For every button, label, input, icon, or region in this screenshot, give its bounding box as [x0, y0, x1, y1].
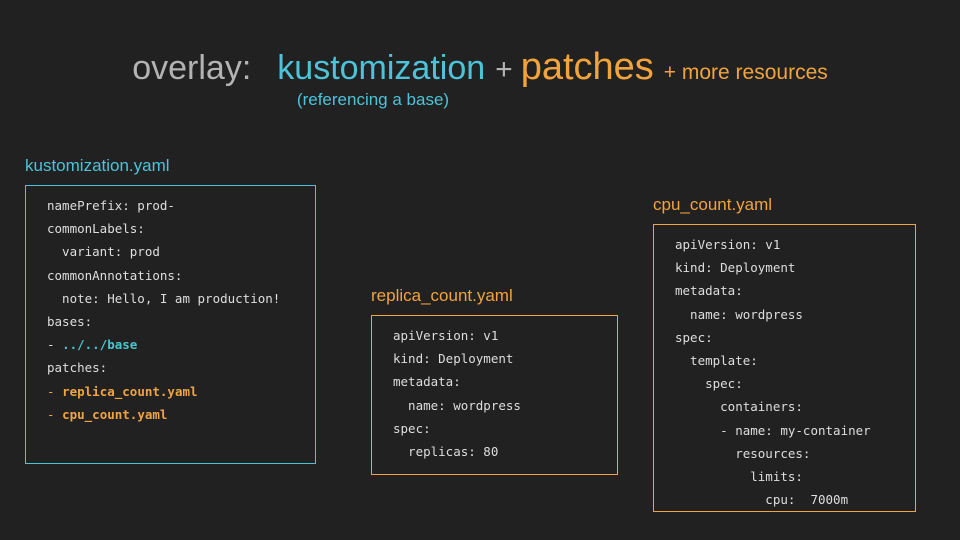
title-patches: patches — [520, 46, 654, 88]
code-line: metadata: — [393, 370, 609, 393]
code-segment: apiVersion: v1 — [675, 237, 781, 252]
code-segment: note: Hello, I am production! — [47, 290, 281, 306]
title-overlay: overlay: — [132, 49, 252, 87]
code-line: resources: — [675, 442, 907, 465]
panel-label: cpu_count.yaml — [653, 195, 773, 214]
code-line: kind: Deployment — [675, 256, 907, 279]
code-segment: spec: — [393, 420, 431, 436]
code-segment: resources: — [675, 445, 811, 461]
code-line: apiVersion: v1 — [675, 233, 907, 256]
code-segment: - — [47, 337, 63, 353]
code-segment: kind: Deployment — [393, 351, 514, 367]
code-segment: apiVersion: v1 — [393, 328, 499, 343]
code-line: apiVersion: v1 — [393, 324, 609, 347]
code-line: - replica_count.yaml — [47, 380, 307, 403]
code-line: name: wordpress — [393, 394, 609, 417]
code-segment: commonLabels: — [47, 221, 145, 237]
code-segment: ../../base — [62, 337, 138, 353]
panel-replica-count-yaml: replica_count.yaml apiVersion: v1 kind: D… — [371, 286, 618, 475]
code-segment: kind: Deployment — [675, 260, 796, 276]
slide-title: overlay: kustomization +patches + more reso… — [0, 46, 960, 89]
code-segment: commonAnnotations: — [47, 267, 183, 283]
code-line: containers: — [675, 395, 907, 418]
code-segment: - — [47, 383, 63, 399]
code-line: name: wordpress — [675, 303, 907, 326]
code-line: replicas: 80 — [393, 440, 609, 463]
code-segment: limits: — [675, 469, 803, 485]
code-segment: cpu_count.yaml — [62, 406, 168, 422]
code-line: metadata: — [675, 279, 907, 302]
code-line: variant: prod — [47, 240, 307, 263]
code-line: - cpu_count.yaml — [47, 403, 307, 426]
code-segment: variant: prod — [47, 244, 160, 260]
panel-label: replica_count.yaml — [371, 286, 513, 305]
code-segment: namePrefix: prod- — [47, 198, 175, 213]
code-line: kind: Deployment — [393, 347, 609, 370]
code-segment: - name: my-container — [675, 422, 871, 438]
code-segment: cpu: 7000m — [675, 492, 849, 508]
panel-cpu-count-yaml: cpu_count.yaml apiVersion: v1 kind: Deplo… — [653, 195, 916, 512]
code-box: namePrefix: prod-commonLabels: variant: … — [25, 185, 316, 464]
code-line: - name: my-container — [675, 419, 907, 442]
title-plus: + — [495, 53, 513, 86]
code-line: - ../../base — [47, 333, 307, 356]
panel-label: kustomization.yaml — [25, 156, 170, 175]
code-segment: name: wordpress — [675, 306, 803, 322]
code-line: commonAnnotations: — [47, 264, 307, 287]
code-segment: replica_count.yaml — [62, 383, 198, 399]
code-segment: spec: — [675, 376, 743, 392]
code-segment: metadata: — [675, 283, 743, 299]
title-subtitle: (referencing a base) — [296, 90, 450, 109]
title-more-resources: + more resources — [663, 61, 828, 84]
code-line: namePrefix: prod- — [47, 194, 307, 217]
code-segment: bases: — [47, 314, 93, 330]
code-line: spec: — [393, 417, 609, 440]
code-line: cpu: 7000m — [675, 488, 907, 511]
code-line: note: Hello, I am production! — [47, 287, 307, 310]
code-segment: metadata: — [393, 374, 461, 390]
code-segment: template: — [675, 353, 758, 369]
code-segment: name: wordpress — [393, 397, 521, 413]
code-segment: spec: — [675, 329, 713, 345]
code-segment: replicas: 80 — [393, 444, 499, 460]
code-line: commonLabels: — [47, 217, 307, 240]
code-line: limits: — [675, 465, 907, 488]
code-line: template: — [675, 349, 907, 372]
panel-kustomization-yaml: kustomization.yaml namePrefix: prod-comm… — [25, 156, 316, 464]
code-line: spec: — [675, 326, 907, 349]
code-segment: containers: — [675, 399, 803, 415]
code-line: patches: — [47, 356, 307, 379]
code-segment: - — [47, 406, 63, 422]
code-line: spec: — [675, 372, 907, 395]
code-segment: patches: — [47, 360, 108, 376]
code-line: bases: — [47, 310, 307, 333]
title-kustomization: kustomization — [277, 49, 486, 87]
